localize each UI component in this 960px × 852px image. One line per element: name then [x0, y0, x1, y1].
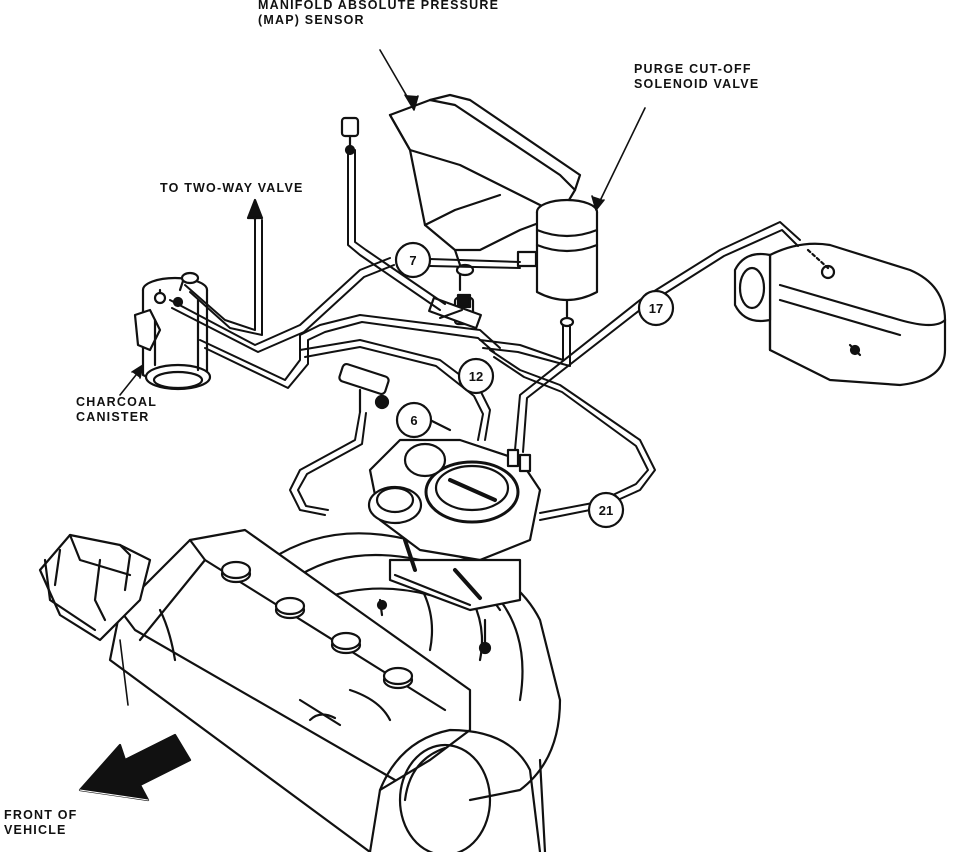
timing-cover [378, 728, 547, 852]
purge-solenoid [516, 198, 599, 328]
map-sensor-label-line1: MANIFOLD ABSOLUTE PRESSURE [258, 0, 500, 12]
charcoal-canister-label-line2: CANISTER [76, 410, 150, 424]
purge-solenoid-label: PURGE CUT-OFF SOLENOID VALVE [634, 62, 759, 92]
hose-fitting-6 [338, 362, 390, 414]
map-sensor-label-line2: (MAP) SENSOR [258, 13, 365, 27]
hose-number-12-text: 12 [469, 369, 483, 384]
hose-number-7: 7 [394, 241, 432, 279]
map-sensor [388, 93, 582, 292]
hose-number-6-text: 6 [410, 413, 417, 428]
hose-number-6: 6 [395, 401, 433, 439]
charcoal-canister [133, 271, 212, 391]
purge-solenoid-label-line2: SOLENOID VALVE [634, 77, 760, 91]
vacuum-cap [340, 116, 360, 156]
arrow-two-way-valve [246, 198, 264, 222]
hose-number-21: 21 [587, 491, 625, 529]
hose-number-17: 17 [637, 289, 675, 327]
hose-number-17-text: 17 [649, 301, 663, 316]
distributor [38, 533, 152, 642]
vacuum-hoses [169, 149, 801, 521]
air-cleaner [733, 242, 947, 387]
front-of-vehicle-label-line2: VEHICLE [4, 823, 67, 837]
leader-lines [119, 49, 646, 706]
two-way-valve-label: TO TWO-WAY VALVE [160, 181, 304, 195]
map-sensor-label: MANIFOLD ABSOLUTE PRESSURE (MAP) SENSOR [258, 0, 499, 28]
hose-number-21-text: 21 [599, 503, 613, 518]
front-of-vehicle-label-line1: FRONT OF [4, 808, 78, 822]
hose-number-12: 12 [457, 357, 495, 395]
charcoal-canister-label-line1: CHARCOAL [76, 395, 158, 409]
hose-number-7-text: 7 [409, 253, 416, 268]
front-arrow [78, 733, 192, 802]
front-of-vehicle-label: FRONT OF VEHICLE [4, 808, 77, 838]
throttle-body [367, 418, 542, 655]
charcoal-canister-label: CHARCOAL CANISTER [76, 395, 157, 425]
valve-cover [108, 528, 472, 852]
purge-solenoid-label-line1: PURGE CUT-OFF [634, 62, 752, 76]
